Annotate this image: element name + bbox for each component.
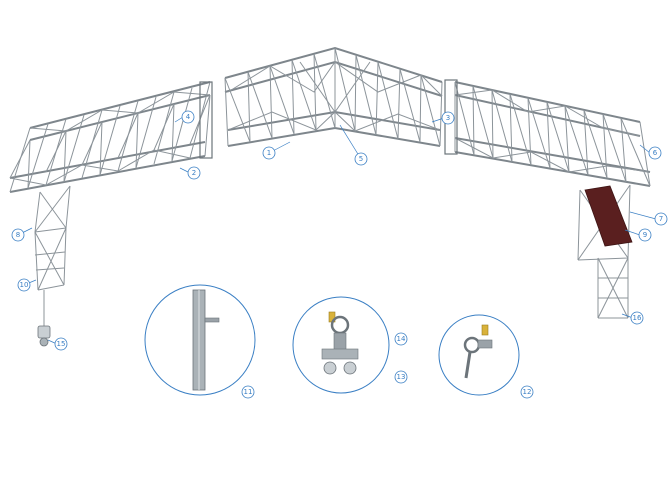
- callout-1: 1: [262, 146, 276, 160]
- callout-13: 13: [394, 370, 408, 384]
- svg-text:4: 4: [186, 113, 191, 121]
- detail-13-14-clamp: [292, 296, 390, 394]
- svg-text:8: 8: [16, 231, 20, 239]
- callout-9: 9: [638, 228, 652, 242]
- svg-text:2: 2: [192, 169, 196, 177]
- svg-text:9: 9: [643, 231, 647, 239]
- callout-10: 10: [17, 278, 31, 292]
- callout-16: 16: [630, 311, 644, 325]
- svg-text:7: 7: [659, 215, 663, 223]
- svg-text:14: 14: [397, 335, 406, 343]
- callout-5: 5: [354, 152, 368, 166]
- callout-4: 4: [181, 110, 195, 124]
- svg-text:5: 5: [359, 155, 363, 163]
- callout-12: 12: [520, 385, 534, 399]
- callout-6: 6: [648, 146, 662, 160]
- svg-text:15: 15: [57, 340, 66, 348]
- svg-text:1: 1: [267, 149, 271, 157]
- callout-2: 2: [187, 166, 201, 180]
- work-platform: [584, 185, 633, 247]
- left-truss-section: [9, 81, 213, 347]
- center-truss-section: [224, 46, 443, 147]
- callout-15: 15: [54, 337, 68, 351]
- svg-text:13: 13: [397, 373, 406, 381]
- detail-11-pipe: [144, 284, 256, 396]
- right-truss-section: [444, 79, 651, 319]
- svg-text:6: 6: [653, 149, 658, 157]
- svg-text:11: 11: [244, 388, 253, 396]
- svg-text:12: 12: [523, 388, 532, 396]
- callout-11: 11: [241, 385, 255, 399]
- callout-7: 7: [654, 212, 668, 226]
- detail-12-coupler: [438, 314, 520, 396]
- svg-text:3: 3: [446, 114, 450, 122]
- svg-text:10: 10: [20, 281, 29, 289]
- callout-8: 8: [11, 228, 25, 242]
- callout-14: 14: [394, 332, 408, 346]
- callout-3: 3: [441, 111, 455, 125]
- svg-text:16: 16: [633, 314, 642, 322]
